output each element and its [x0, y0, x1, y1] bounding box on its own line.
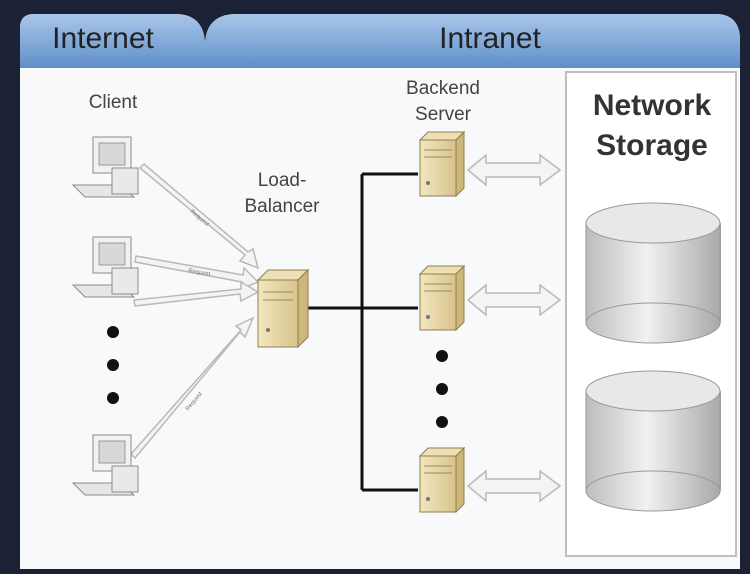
client-computer-1-icon	[71, 136, 139, 198]
backend-server-1-icon	[418, 130, 466, 198]
client-ellipsis	[107, 326, 119, 404]
request-arrow-3	[133, 280, 260, 307]
network-storage-title-line2: Storage	[596, 129, 708, 162]
backend-server-label-line2: Server	[415, 104, 471, 125]
request-arrows	[129, 162, 260, 460]
request-arrow-4	[129, 316, 255, 460]
storage-disk-1	[585, 202, 721, 344]
client-computer-2-icon	[71, 236, 139, 298]
storage-disk-2	[585, 370, 721, 512]
client-label: Client	[88, 92, 138, 113]
client-computer-3-icon	[71, 434, 139, 496]
load-balancer-icon	[256, 268, 310, 349]
backend-server-label-line1: Backend	[406, 78, 480, 99]
network-storage-title-line1: Network	[592, 89, 712, 122]
backend-server-3-icon	[418, 446, 466, 514]
storage-link-2	[466, 283, 562, 317]
storage-link-3	[466, 469, 562, 503]
load-balancer-label-line2: Balancer	[244, 196, 320, 217]
backend-server-label: Backend Server	[393, 76, 493, 128]
server-ellipsis	[436, 350, 448, 428]
network-lines	[308, 172, 418, 492]
storage-links	[466, 153, 562, 503]
internet-zone-title: Internet	[52, 22, 154, 55]
load-balancer-label: Load- Balancer	[232, 168, 332, 220]
network-storage-title: Network Storage	[572, 86, 732, 166]
load-balancer-label-line1: Load-	[257, 170, 307, 191]
request-label-2: Request	[188, 268, 211, 278]
storage-link-1	[466, 153, 562, 187]
intranet-zone-title: Intranet	[439, 22, 541, 55]
backend-server-2-icon	[418, 264, 466, 332]
request-arrow-1	[138, 162, 260, 270]
